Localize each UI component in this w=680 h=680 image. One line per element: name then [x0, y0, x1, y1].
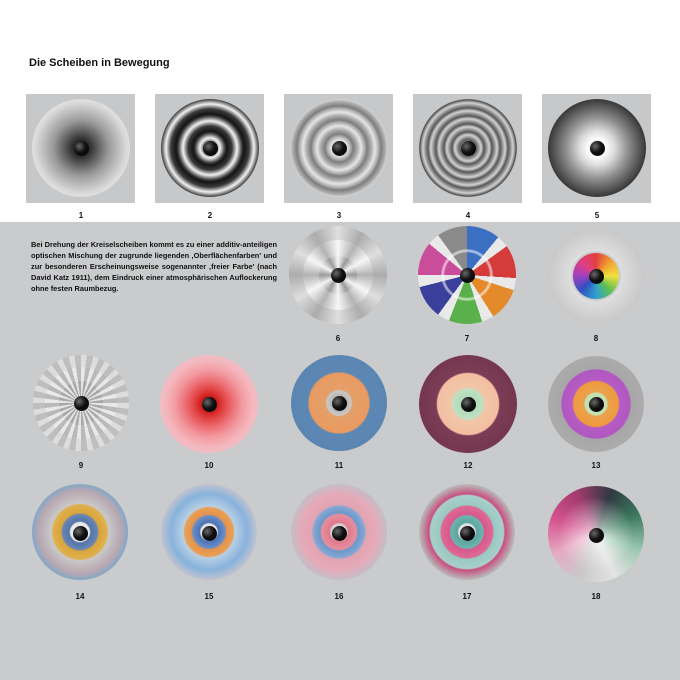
disc-13-hub [589, 397, 604, 412]
disc-17-number: 17 [462, 592, 472, 601]
disc-8-hub [589, 269, 604, 284]
description-text: Bei Drehung der Kreiselscheiben kommt es… [31, 240, 277, 293]
disc-3-number: 3 [336, 211, 342, 220]
disc-4-number: 4 [465, 211, 471, 220]
disc-2-number: 2 [207, 211, 213, 220]
disc-2-hub [203, 141, 218, 156]
disc-15-hub [202, 526, 217, 541]
disc-8-number: 8 [593, 334, 599, 343]
disc-9-number: 9 [78, 461, 84, 470]
disc-1-hub [74, 141, 89, 156]
disc-15-number: 15 [204, 592, 214, 601]
disc-18-hub [589, 528, 604, 543]
disc-1-number: 1 [78, 211, 84, 220]
disc-10-number: 10 [204, 461, 214, 470]
disc-13-number: 13 [591, 461, 601, 470]
disc-5-hub [590, 141, 605, 156]
disc-17-hub [460, 526, 475, 541]
disc-18-number: 18 [591, 592, 601, 601]
disc-12-hub [461, 397, 476, 412]
disc-10-hub [202, 397, 217, 412]
disc-16-number: 16 [334, 592, 344, 601]
disc-6-hub [331, 268, 346, 283]
disc-3-hub [332, 141, 347, 156]
disc-11-number: 11 [334, 461, 344, 470]
disc-9-hub [74, 396, 89, 411]
disc-16-hub [332, 526, 347, 541]
disc-5-number: 5 [594, 211, 600, 220]
disc-7-hub [460, 268, 475, 283]
disc-6-number: 6 [335, 334, 341, 343]
disc-4-hub [461, 141, 476, 156]
page-title: Die Scheiben in Bewegung [29, 57, 170, 69]
disc-12-number: 12 [463, 461, 473, 470]
disc-14-hub [73, 526, 88, 541]
disc-7-number: 7 [464, 334, 470, 343]
disc-14-number: 14 [75, 592, 85, 601]
disc-11-hub [332, 396, 347, 411]
